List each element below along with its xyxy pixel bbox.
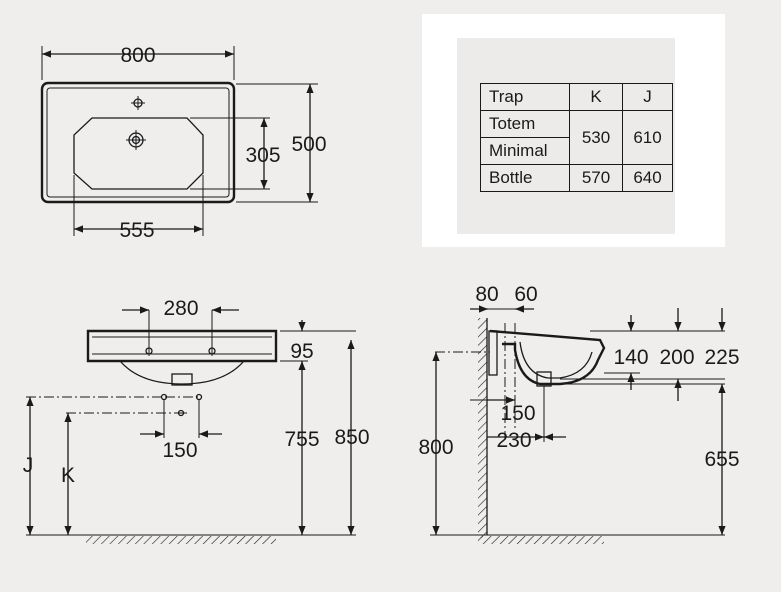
wall-hatch [478,318,487,538]
dim-label-305: 305 [245,144,280,167]
dim-label-555: 555 [119,219,154,242]
trap-legend-card: Trap K J Totem 530 610 Minimal Bottle 57… [422,14,725,247]
dim-label-k: K [61,464,75,487]
side-view [430,305,726,544]
dim-label-655: 655 [704,448,739,471]
trap-center-icon [175,409,187,417]
k-value: 570 [569,164,623,192]
dim-label-850: 850 [334,426,369,449]
trap-legend-panel: Trap K J Totem 530 610 Minimal Bottle 57… [457,38,675,234]
header-trap: Trap [480,83,570,111]
floor-hatch-front [86,536,276,544]
header-j: J [622,83,673,111]
j-value: 640 [622,164,673,192]
dim-label-280: 280 [163,297,198,320]
trap-name: Bottle [480,164,570,192]
basin-inner-rim-top [46,87,230,198]
dim-label-200: 200 [659,346,694,369]
bowl-outline-top [73,117,204,190]
trap-name: Minimal [480,137,570,165]
dim-label-225: 225 [704,346,739,369]
trap-name: Totem [480,110,570,138]
basin-side-profile [489,329,606,386]
header-k: K [569,83,623,111]
trap-table: Trap K J Totem 530 610 Minimal Bottle 57… [480,83,673,192]
k-value: 530 [569,110,623,165]
basin-outline-top [40,81,236,204]
waste-marker-right-icon [195,393,203,438]
dim-label-800-top: 800 [120,44,155,67]
basin-front-outline [86,329,278,363]
top-view [40,46,318,236]
table-row: Bottle 570 640 [480,164,673,192]
dim-label-80: 80 [475,283,498,306]
j-value: 610 [622,110,673,165]
dim-label-800-side: 800 [418,436,453,459]
table-row: Minimal [480,137,673,165]
dim-label-150-side: 150 [500,402,535,425]
dim-label-140: 140 [613,346,648,369]
dim-label-95: 95 [290,340,313,363]
dim-label-230: 230 [496,429,531,452]
dim-label-60: 60 [514,283,537,306]
dim-label-150-front: 150 [162,439,197,462]
waste-marker-left-icon [160,393,168,438]
tap-marker-left-icon [145,310,153,356]
dim-label-j: J [23,454,34,477]
trap-table-header: Trap K J [480,83,673,111]
tap-hole-icon [131,96,145,110]
drain-hole-icon [126,130,146,150]
dim-label-755: 755 [284,428,319,451]
front-view [26,306,356,544]
floor-hatch-side [478,536,604,544]
table-row: Totem 530 610 [480,110,673,165]
waste-outlet-front [171,373,193,386]
dim-label-500: 500 [291,133,326,156]
tap-marker-right-icon [208,310,216,356]
